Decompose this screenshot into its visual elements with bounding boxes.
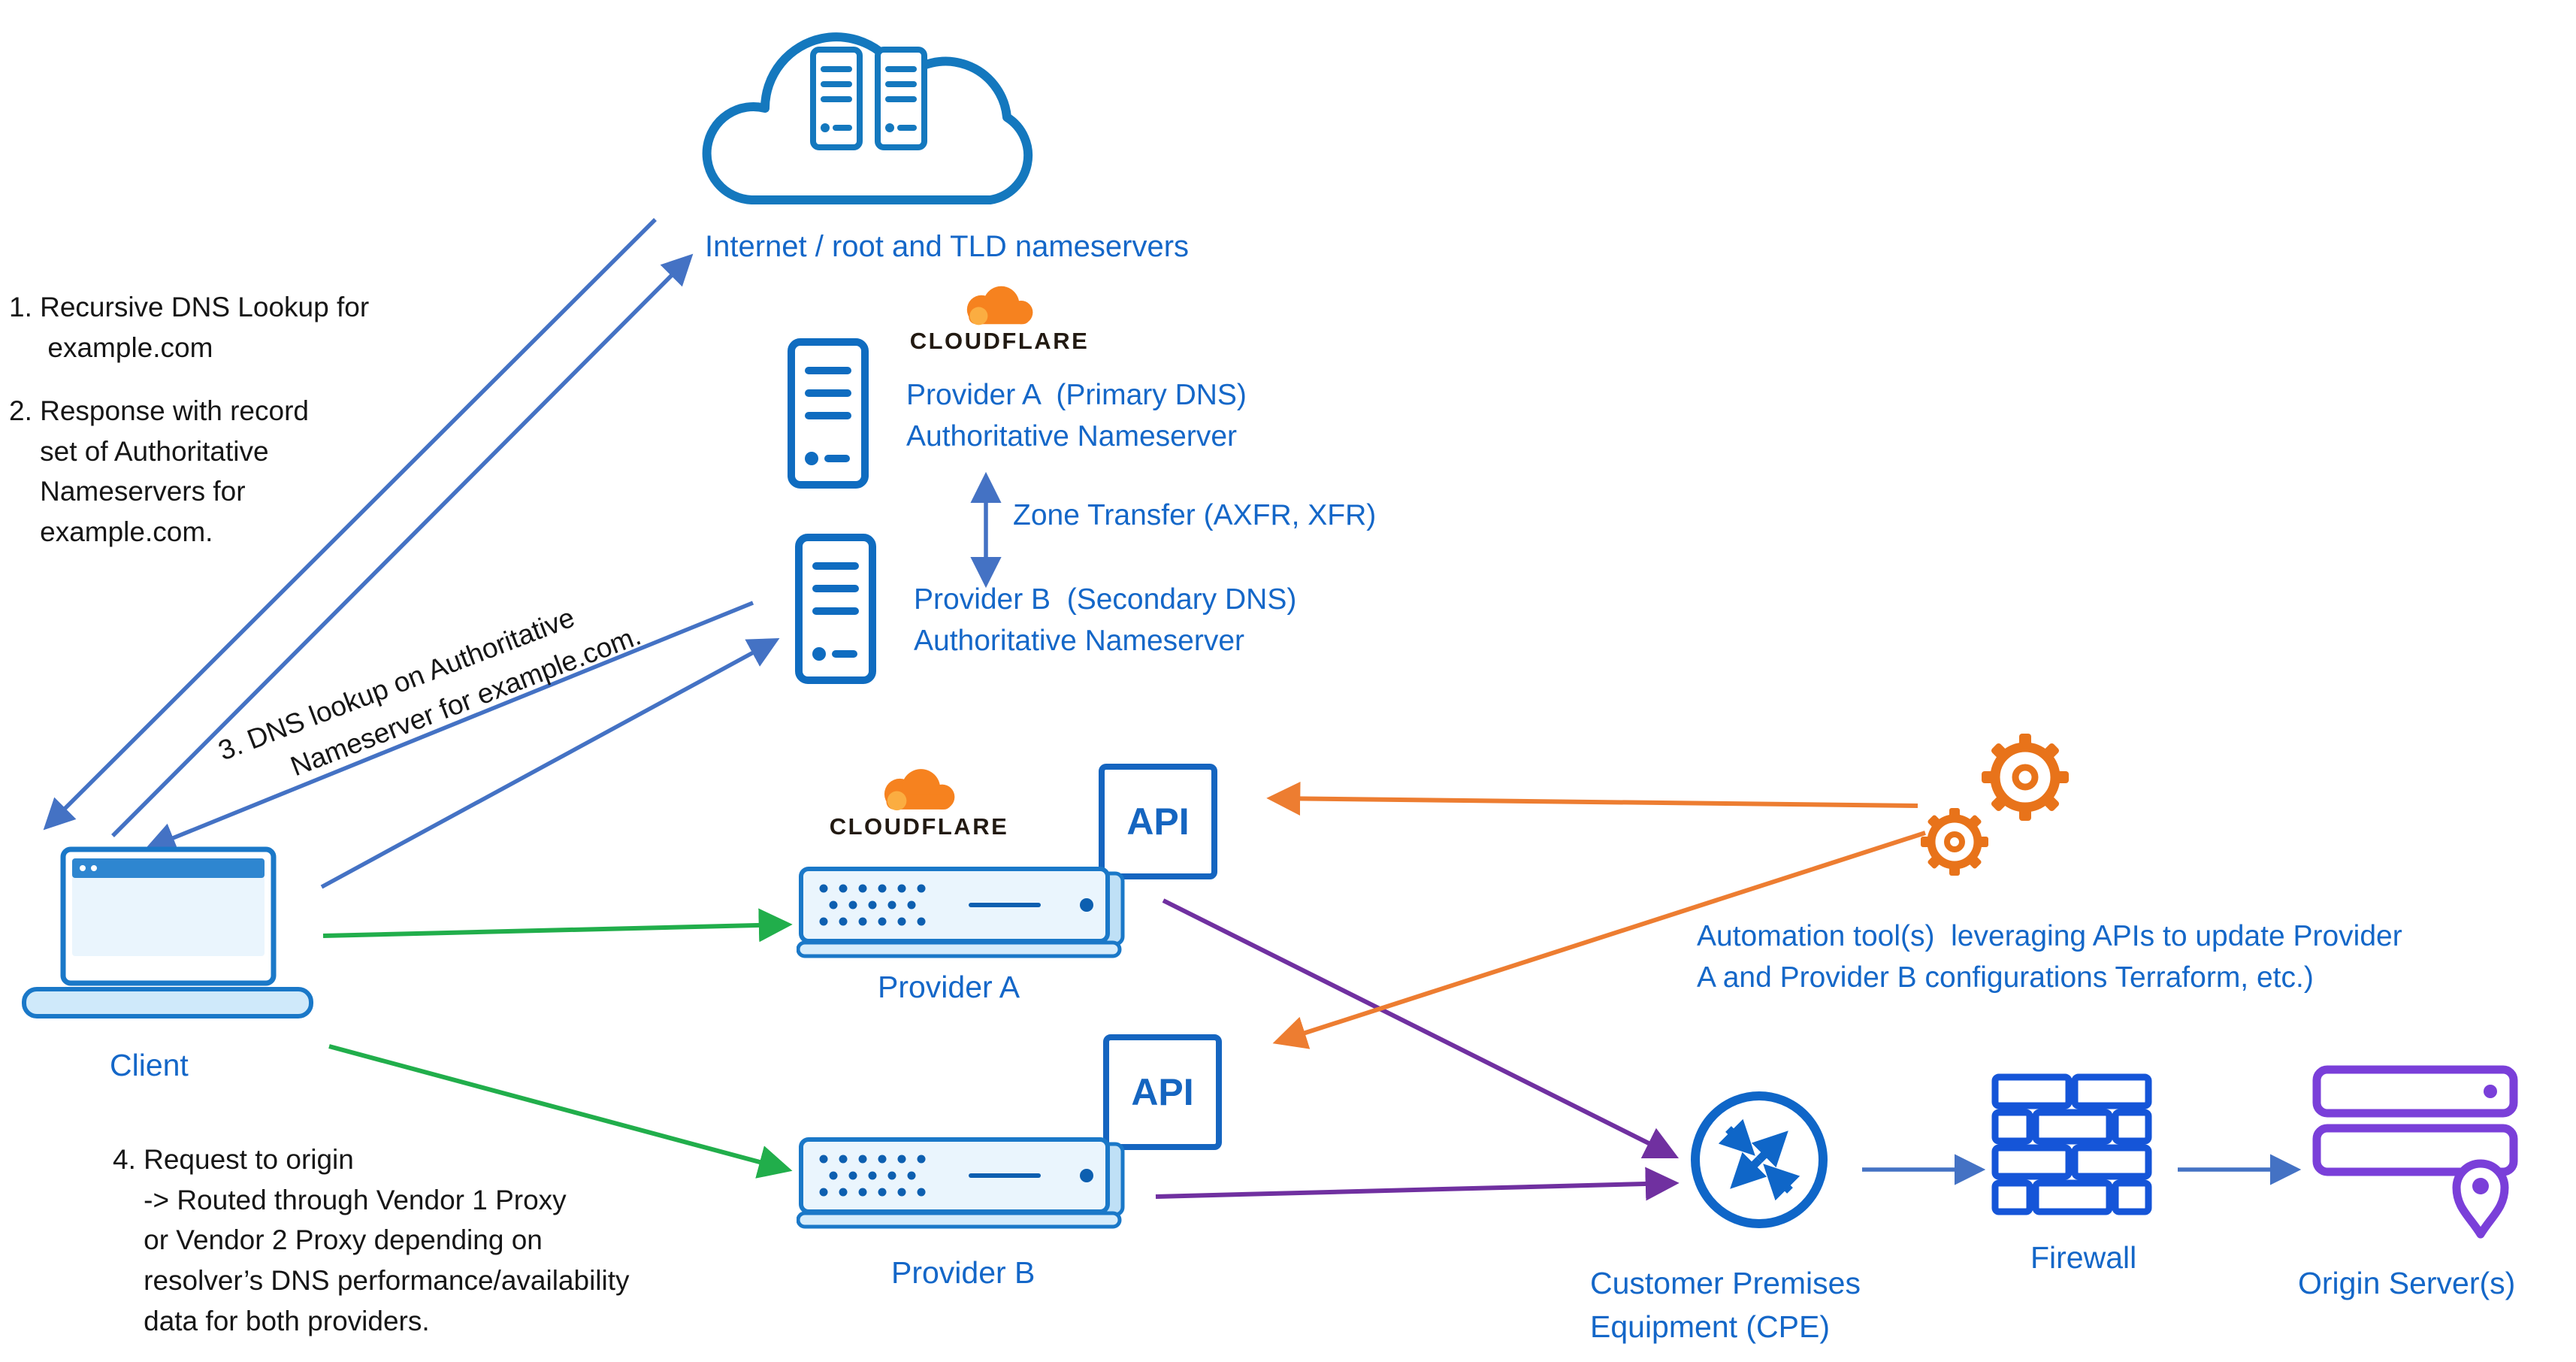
arrow-automation-api-a bbox=[1266, 781, 1918, 816]
provider-a-label: Provider A bbox=[878, 970, 1020, 1004]
api-label: API bbox=[1131, 1071, 1194, 1113]
cloudflare-cloud-icon bbox=[884, 769, 955, 811]
provider-b-proxy-server-icon bbox=[797, 1137, 1125, 1229]
arrow-client-provider-b bbox=[328, 1044, 793, 1179]
note-step4-request-to-origin: 4. Request to origin -> Routed through V… bbox=[113, 1144, 630, 1336]
provider-a-proxy-server-icon bbox=[797, 867, 1125, 958]
note-step1-recursive-lookup: 1. Recursive DNS Lookup for example.com bbox=[9, 292, 370, 363]
location-pin-icon bbox=[2452, 1159, 2509, 1239]
tld-nameserver-rack-icon bbox=[875, 47, 927, 150]
cpe-label: Customer Premises Equipment (CPE) bbox=[1590, 1266, 1861, 1345]
firewall-icon bbox=[1991, 1073, 2152, 1215]
note-step2-response: 2. Response with record set of Authorita… bbox=[9, 395, 309, 547]
arrow-authoritative-lookup bbox=[320, 638, 780, 889]
cloudflare-cloud-icon bbox=[966, 286, 1033, 325]
api-label: API bbox=[1126, 801, 1190, 843]
zone-transfer-label: Zone Transfer (AXFR, XFR) bbox=[1013, 499, 1377, 531]
arrow-recursive-request bbox=[111, 253, 694, 837]
cpe-router-icon bbox=[1691, 1091, 1828, 1228]
origin-servers-icon bbox=[2312, 1065, 2518, 1239]
provider-b-nameserver-icon bbox=[795, 534, 876, 684]
arrow-provider-a-cpe bbox=[1162, 898, 1680, 1159]
cloudflare-wordmark: CLOUDFLARE bbox=[829, 813, 1009, 840]
cloudflare-wordmark: CLOUDFLARE bbox=[909, 328, 1090, 354]
origin-servers-label: Origin Server(s) bbox=[2298, 1266, 2516, 1300]
arrow-provider-b-cpe bbox=[1155, 1167, 1680, 1201]
provider-a-api-box: API bbox=[1099, 764, 1217, 879]
cloudflare-logo: CLOUDFLARE bbox=[894, 283, 1105, 355]
arrow-authoritative-response bbox=[144, 601, 754, 852]
arrow-client-provider-a bbox=[322, 908, 793, 943]
client-label: Client bbox=[110, 1048, 189, 1082]
provider-a-nameserver-icon bbox=[788, 338, 869, 489]
arrow-automation-api-b bbox=[1272, 831, 1926, 1049]
internet-cloud-label: Internet / root and TLD nameservers bbox=[705, 230, 1190, 263]
arrow-recursive-response bbox=[43, 218, 657, 831]
firewall-label: Firewall bbox=[2030, 1240, 2137, 1275]
cloudflare-logo: CLOUDFLARE bbox=[810, 765, 1028, 840]
provider-a-nameserver-label: Provider A (Primary DNS) Authoritative N… bbox=[906, 379, 1247, 453]
automation-tools-label: Automation tool(s) leveraging APIs to up… bbox=[1697, 920, 2402, 994]
root-nameserver-rack-icon bbox=[810, 47, 863, 150]
provider-b-nameserver-label: Provider B (Secondary DNS) Authoritative… bbox=[914, 583, 1297, 658]
client-laptop-icon bbox=[22, 846, 313, 1018]
internet-cloud-icon bbox=[702, 32, 1033, 204]
provider-b-api-box: API bbox=[1103, 1034, 1222, 1150]
automation-gears-icon bbox=[1921, 734, 2069, 876]
provider-b-label: Provider B bbox=[891, 1255, 1036, 1290]
